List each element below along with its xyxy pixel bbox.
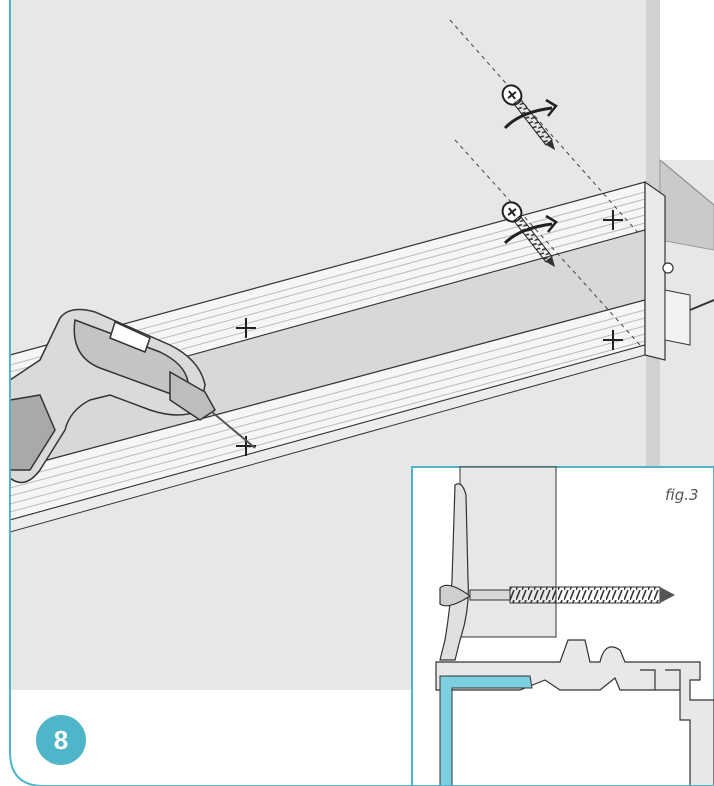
screw-icon	[501, 84, 556, 268]
detail-inset	[411, 466, 714, 786]
figure-label: fig.3	[665, 486, 699, 504]
step-number-badge: 8	[36, 715, 86, 765]
rotation-arrow-icon	[503, 98, 558, 245]
drill-icon	[10, 308, 256, 484]
